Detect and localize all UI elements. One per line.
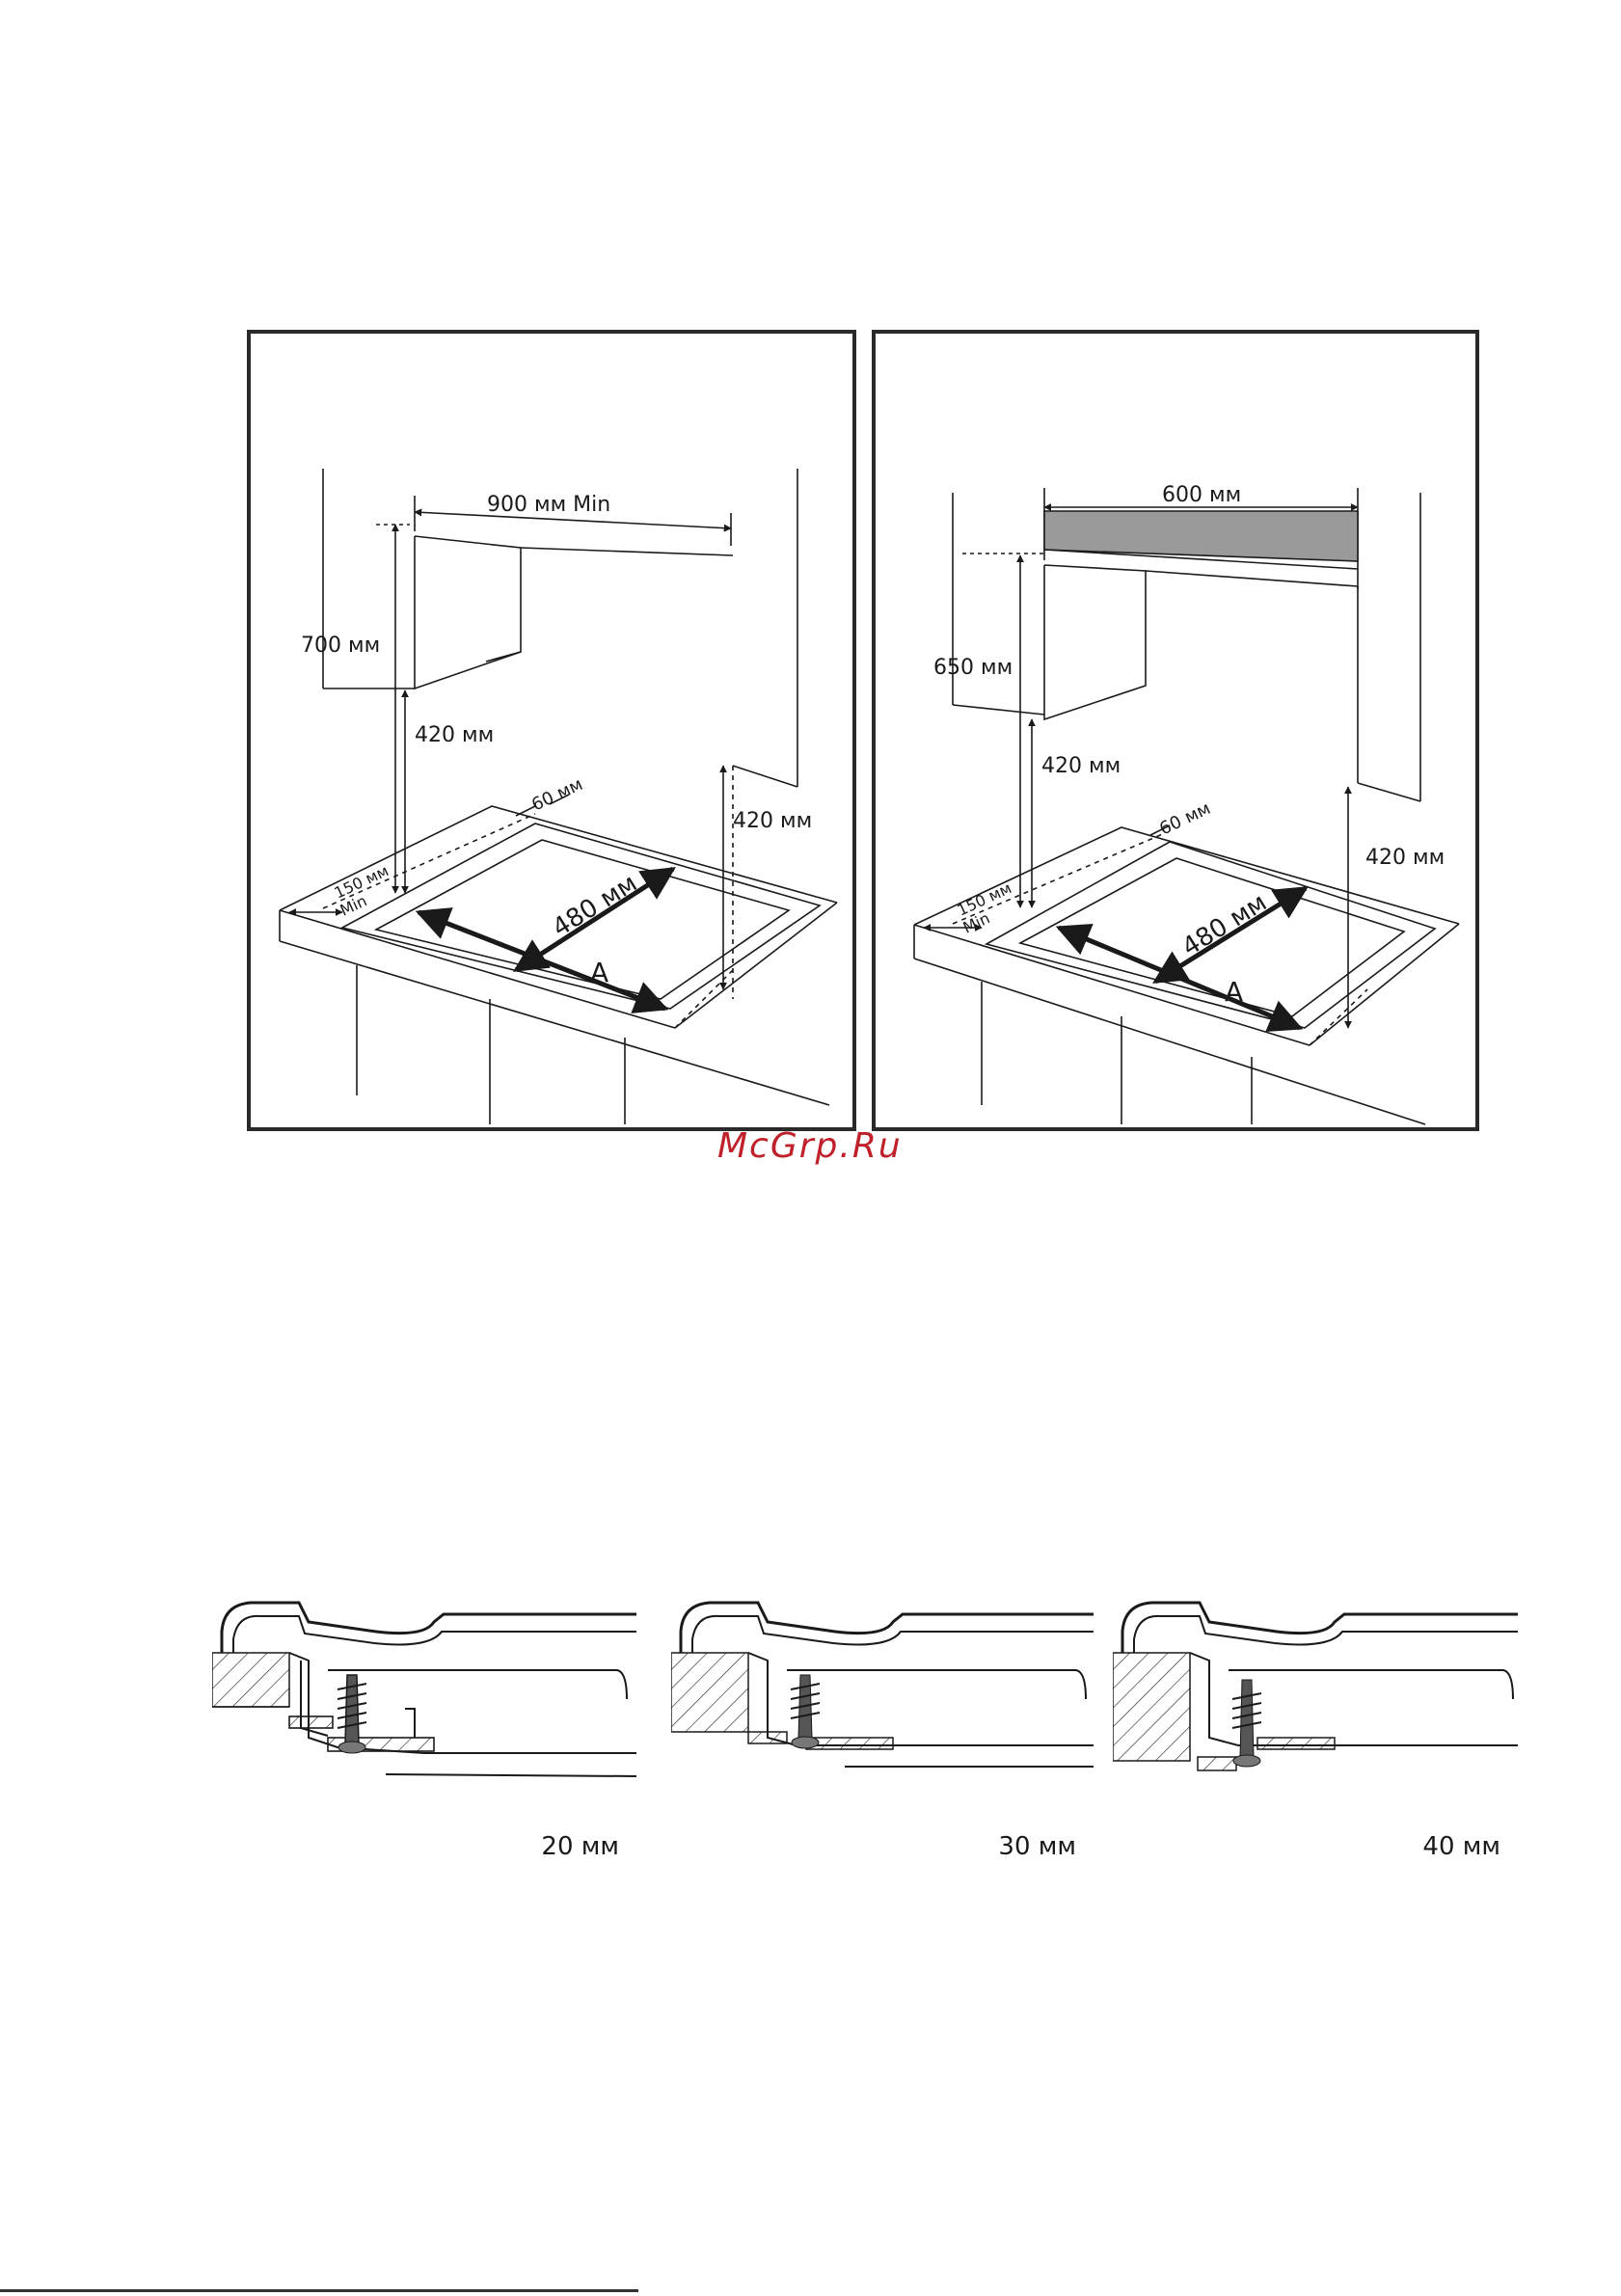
label-420-right: 420 мм <box>733 809 812 833</box>
fixing-drawing <box>212 1593 636 1869</box>
label-60: 60 мм <box>528 774 585 816</box>
fixing-drawing <box>671 1593 1094 1869</box>
fixing-detail-30: 30 мм <box>671 1593 1094 1869</box>
label-420-right: 420 мм <box>1365 846 1445 870</box>
label-650: 650 мм <box>933 656 1013 680</box>
label-60: 60 мм <box>1156 798 1213 840</box>
label-420-left: 420 мм <box>1041 754 1121 778</box>
diagram-left-drawing: 900 мм Min 700 мм 420 мм 420 мм 60 мм 15… <box>251 334 852 1127</box>
fixing-detail-20: 20 мм <box>212 1593 636 1869</box>
fixing-drawing <box>1113 1593 1518 1869</box>
cooker-hood <box>1044 511 1358 561</box>
installation-diagram-left: 900 мм Min 700 мм 420 мм 420 мм 60 мм 15… <box>247 330 856 1131</box>
label-a: A <box>590 957 608 988</box>
watermark: McGrp.Ru <box>717 1126 903 1166</box>
label-600: 600 мм <box>1162 483 1241 507</box>
label-420-left: 420 мм <box>415 723 494 747</box>
label-900-min: 900 мм Min <box>487 493 610 517</box>
label-700: 700 мм <box>301 634 380 658</box>
thickness-label: 20 мм <box>541 1832 619 1861</box>
installation-diagram-right: 600 мм 650 мм 420 мм 420 мм 60 мм 150 мм… <box>872 330 1479 1131</box>
thickness-label: 40 мм <box>1422 1832 1500 1861</box>
label-a: A <box>1225 976 1243 1008</box>
label-480: 480 мм <box>548 869 642 943</box>
thickness-label: 30 мм <box>998 1832 1076 1861</box>
footer-rule <box>0 2289 638 2292</box>
diagram-right-drawing: 600 мм 650 мм 420 мм 420 мм 60 мм 150 мм… <box>876 334 1475 1127</box>
label-480: 480 мм <box>1177 888 1272 962</box>
fixing-detail-40: 40 мм <box>1113 1593 1518 1869</box>
